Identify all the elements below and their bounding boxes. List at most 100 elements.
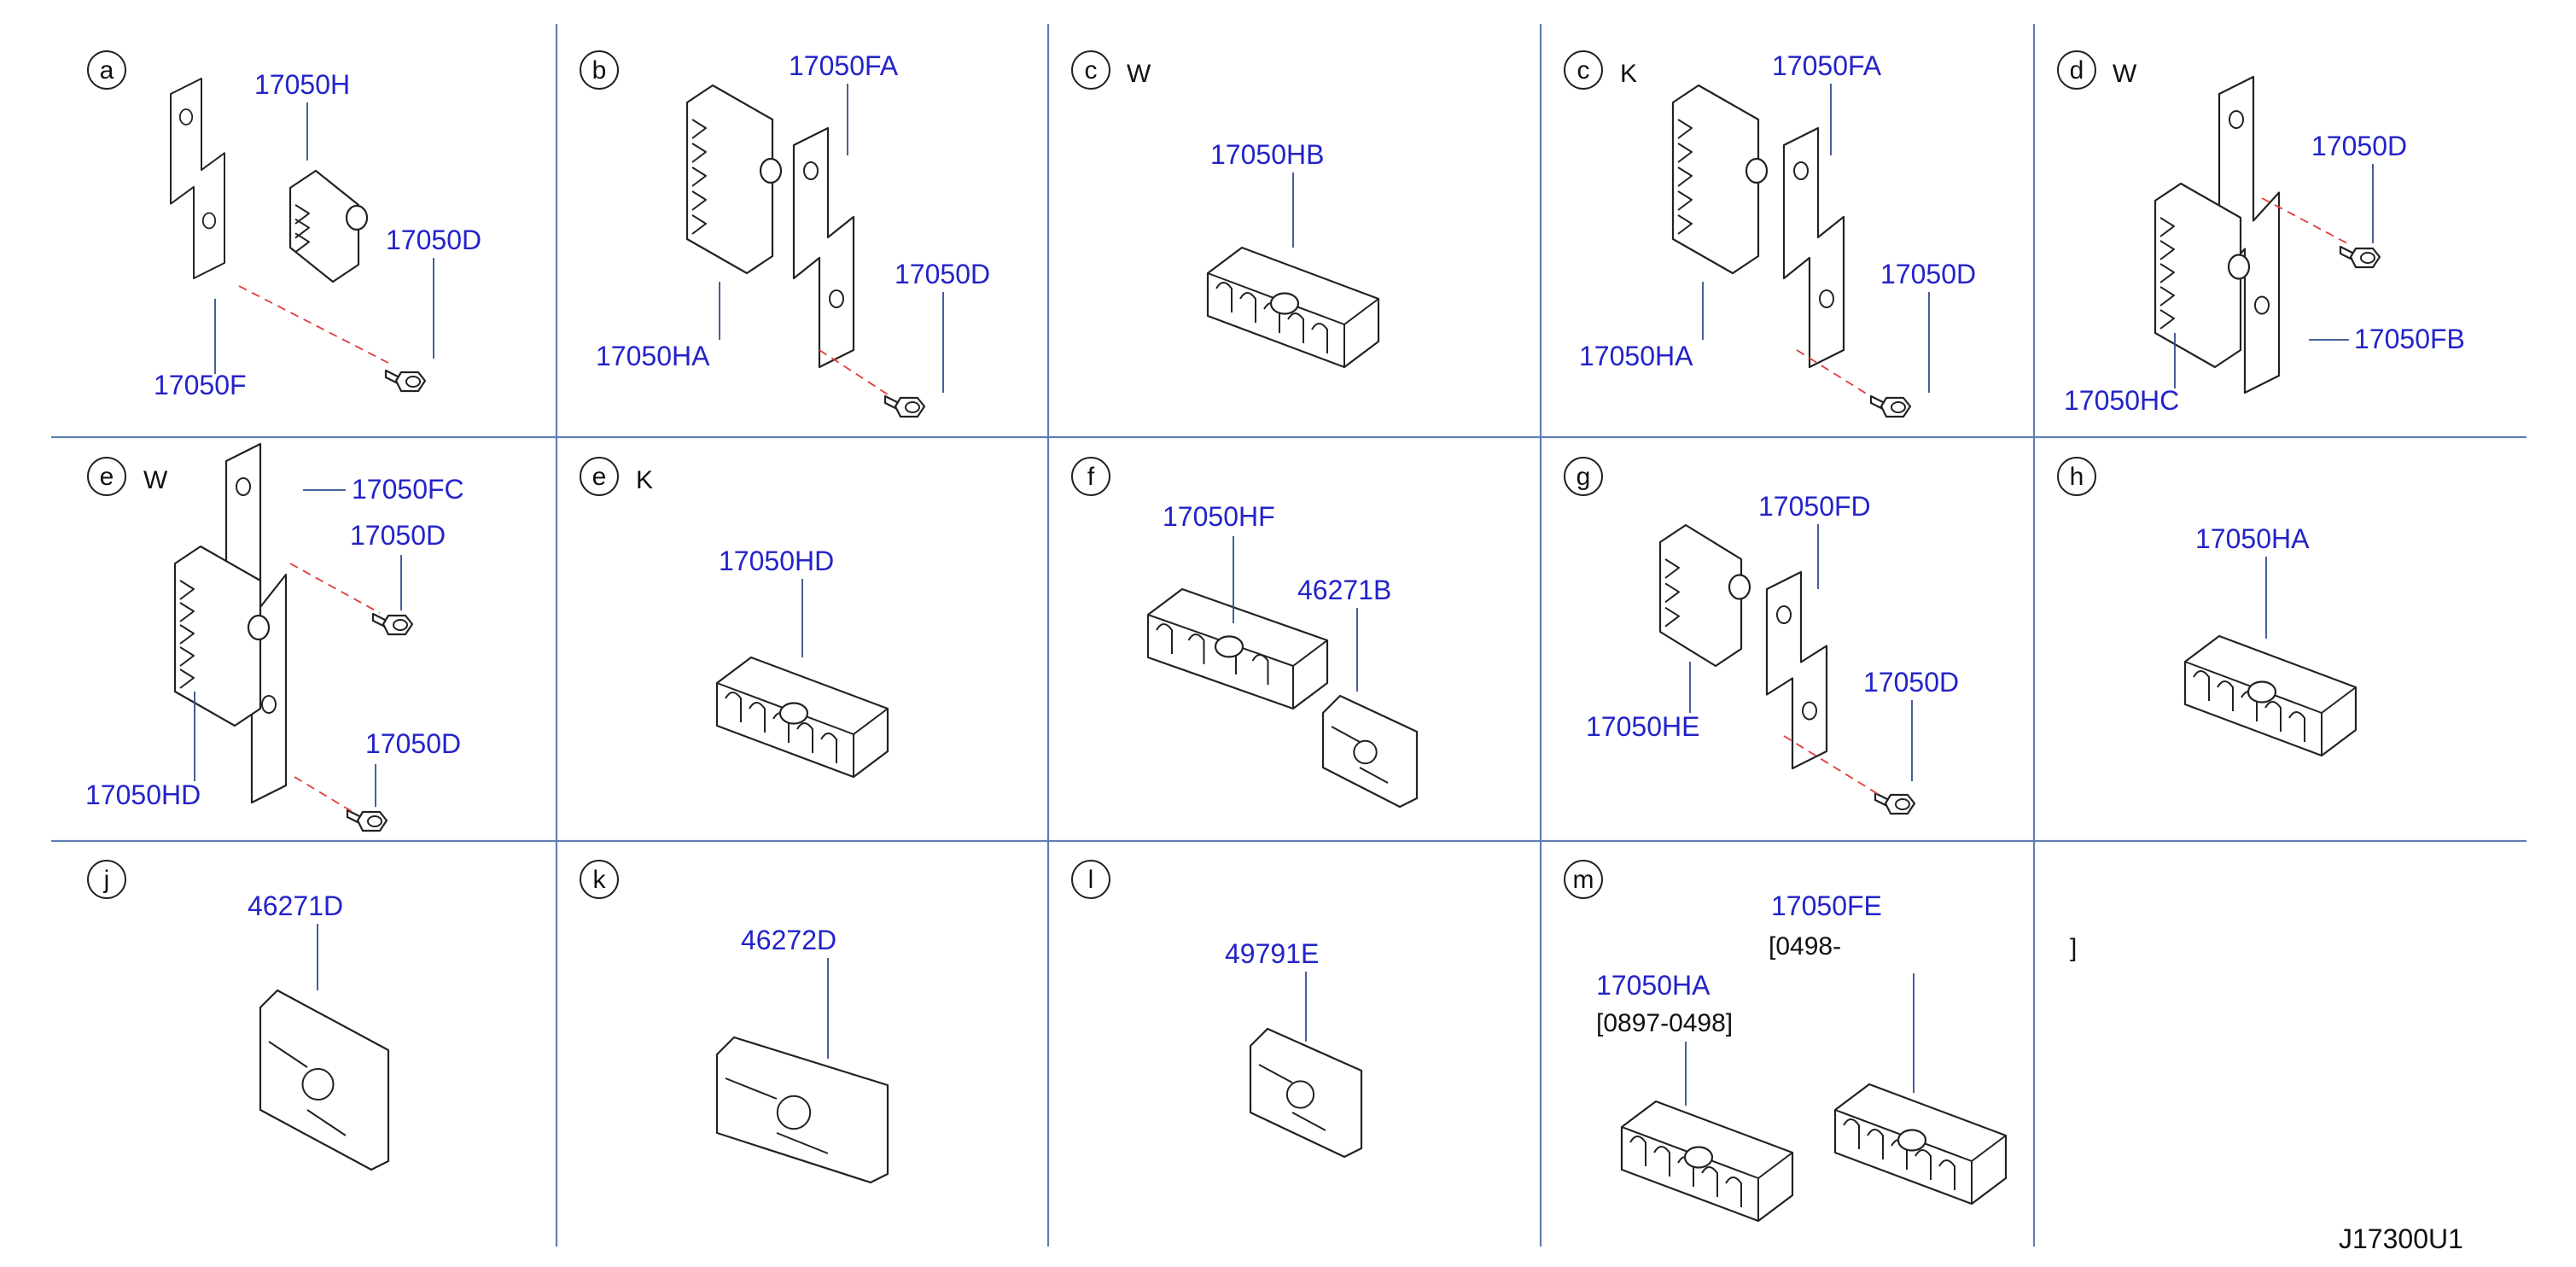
bracket-hole	[1793, 161, 1809, 180]
clip-body	[715, 1036, 889, 1184]
clamp-stud	[1897, 1129, 1927, 1152]
bracket-plate	[1765, 570, 1828, 770]
clamp-edge	[1834, 1109, 2007, 1204]
panel-letter: j	[103, 866, 110, 894]
bar-clamp	[715, 656, 889, 779]
part-number-label: 17050D	[350, 520, 446, 551]
clamp-slot	[691, 214, 707, 235]
bolt-head-face	[1891, 401, 1906, 413]
bracket-plate	[170, 78, 225, 279]
clamp-slot	[1867, 1129, 1884, 1159]
panel-letter-circle	[580, 860, 619, 899]
part-number-label: 49791E	[1225, 938, 1319, 969]
clamp-slot	[1187, 634, 1205, 664]
panel-letter-circle	[2057, 50, 2096, 90]
bracket	[1765, 570, 1828, 770]
bracket-plate	[1782, 126, 1845, 369]
diagram-code: J17300U1	[2339, 1223, 2463, 1254]
part-number-label: 17050HC	[2064, 385, 2179, 416]
clamp-slot	[796, 722, 813, 753]
part-number-label: 17050HA	[596, 341, 710, 371]
panel-letter: f	[1087, 463, 1095, 491]
date-range-note: [0498-	[1769, 932, 1841, 960]
part-number-label: 17050FD	[1758, 491, 1871, 522]
clip-notch	[1331, 726, 1389, 784]
panel-letter-circle	[87, 50, 126, 90]
clamp-stud	[1269, 292, 1300, 315]
clamp-slot	[691, 143, 707, 163]
clamp-slot	[749, 702, 766, 733]
clamp-slot	[691, 119, 707, 139]
part-number-label: 17050HA	[1579, 341, 1693, 371]
clamp-slot	[2288, 711, 2305, 742]
bracket-hole	[803, 161, 819, 180]
clip-notch	[1258, 1064, 1326, 1131]
bolt-alignment-dash	[289, 563, 381, 614]
bracket-hole	[178, 108, 194, 126]
clamp-slot	[294, 232, 310, 254]
bolt-head-face	[405, 376, 421, 388]
clamp-edge	[1207, 272, 1379, 367]
bracket-plate	[792, 126, 855, 369]
clamp-stud	[778, 702, 809, 725]
panel-letter: d	[2070, 56, 2084, 85]
clamp-slot	[1915, 1149, 1932, 1180]
comb-clamp	[288, 169, 369, 283]
clip-hole	[1353, 739, 1378, 765]
part-number-label: 17050HA	[1596, 970, 1711, 1001]
part-number-label: 17050FC	[352, 474, 464, 505]
clamp-stud	[1683, 1146, 1714, 1169]
part-number-label: 17050F	[154, 370, 247, 400]
clamp-edge	[1621, 1126, 1793, 1221]
clamp-stud	[1745, 157, 1769, 184]
panel-letter-circle	[87, 860, 126, 899]
clamp-slot	[2159, 217, 2175, 237]
clamp-slot	[1664, 606, 1680, 628]
bolt-head-face	[2360, 252, 2375, 264]
clip-hole	[776, 1095, 812, 1130]
panel-letter: c	[1085, 56, 1098, 85]
clamp-slot	[2217, 680, 2234, 711]
part-number-label: 17050H	[254, 69, 350, 100]
bolt-alignment-dash	[294, 776, 355, 814]
panel-letter-circle	[1071, 860, 1110, 899]
bolt	[2339, 245, 2381, 269]
bolt	[384, 369, 427, 393]
clamp-slot	[179, 602, 195, 622]
clamp-edge	[1147, 614, 1328, 709]
bolt	[1869, 394, 1912, 418]
clamp-slot	[1664, 582, 1680, 604]
bolt-alignment-dash	[1783, 735, 1879, 795]
bracket-hole	[829, 289, 844, 308]
bolt-head-face	[367, 815, 382, 827]
part-number-label: 17050D	[365, 728, 461, 759]
clamp-slot	[1251, 654, 1269, 685]
panel-letter: k	[593, 866, 607, 894]
panel-letter-circle	[1071, 50, 1110, 90]
clamp-slot	[1215, 282, 1233, 312]
panel-letter: l	[1088, 866, 1094, 894]
bracket-hole	[1819, 289, 1834, 308]
clamp-slot	[2159, 263, 2175, 283]
bolt	[371, 612, 414, 636]
clamp-slot	[1843, 1118, 1860, 1149]
clamp-stud	[345, 204, 369, 231]
bracket-hole	[201, 212, 217, 230]
clamp-body	[2153, 182, 2242, 369]
clamp-stud	[2247, 680, 2277, 704]
clamp-slot	[1677, 190, 1693, 211]
clamp-slot	[1311, 323, 1328, 353]
panel-letter-circle	[1564, 50, 1603, 90]
clamp-slot	[1677, 119, 1693, 139]
part-number-label: 17050HD	[719, 546, 834, 576]
bar-clamp	[2183, 634, 2357, 757]
clamp-slot	[179, 646, 195, 667]
variant-label: K	[1620, 60, 1637, 88]
